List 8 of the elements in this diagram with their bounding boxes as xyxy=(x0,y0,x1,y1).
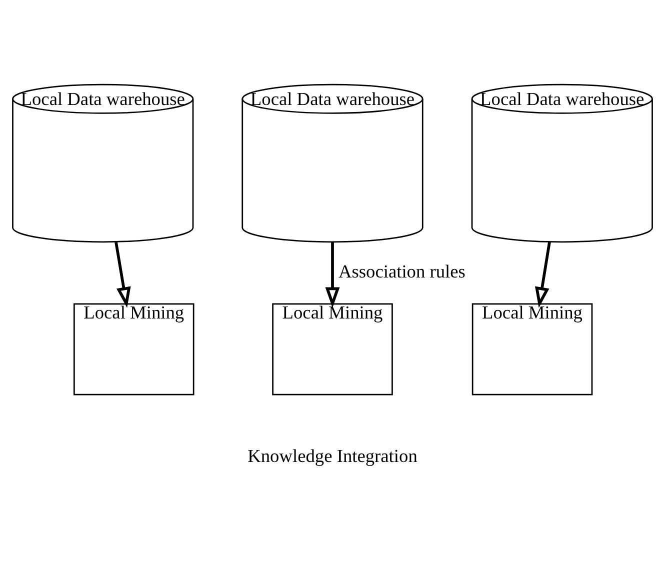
label: Knowledge Integration xyxy=(248,446,418,466)
node-box: Local Mining xyxy=(272,303,393,396)
edge-label: Association rules xyxy=(338,261,466,282)
arrow xyxy=(325,242,340,308)
arrow xyxy=(534,242,551,308)
node-box: Local Mining xyxy=(472,303,593,396)
node-box: Local Mining xyxy=(73,303,194,396)
arrow xyxy=(114,242,131,308)
